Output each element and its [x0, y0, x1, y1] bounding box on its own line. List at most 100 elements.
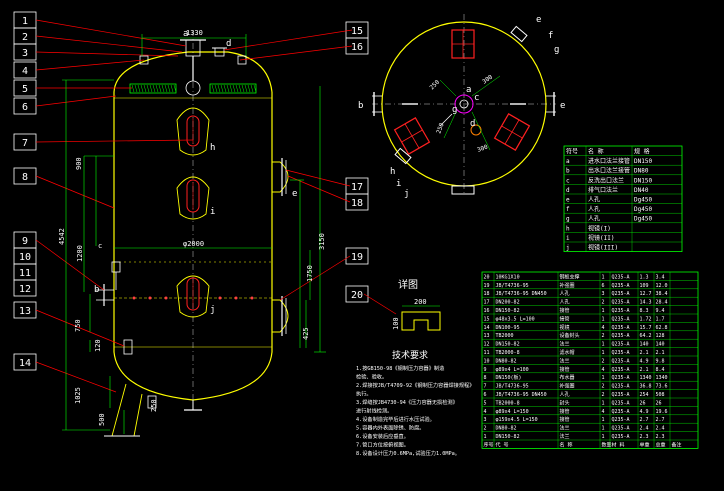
callout-number: 7: [22, 138, 28, 149]
callout-box: [345, 285, 369, 303]
parts-table-cell: Q235-A: [612, 367, 630, 373]
parts-table-cell: 1.3: [640, 274, 649, 280]
parts-table-cell: 人孔: [560, 290, 570, 297]
plan-letter-g: g: [452, 105, 457, 115]
dim-750: 750: [74, 319, 82, 332]
callout-number: 14: [19, 358, 31, 369]
parts-table-cell: 数量: [602, 441, 612, 448]
callout-box: [345, 37, 369, 55]
parts-table-cell: Q235-A: [612, 392, 630, 398]
callout-number: 11: [19, 268, 31, 279]
plan-dim-label-2: 300: [481, 73, 494, 85]
parts-table-cell: 9: [484, 367, 487, 373]
parts-table-cell: TB2000-8: [496, 400, 520, 406]
plan-nozzle-b: [372, 92, 382, 116]
parts-table-cell: 滤水帽: [560, 349, 575, 356]
tech-line: 5.容器内外表面除锈、防腐。: [356, 424, 425, 432]
parts-table-cell: 38.4: [656, 291, 668, 297]
nozzle-table-cell: 规 格: [634, 148, 650, 156]
plan-dim-d: [471, 111, 491, 151]
parts-table-cell: 补强圈: [560, 383, 575, 390]
parts-table-cell: 2: [484, 426, 487, 432]
parts-table-cell: 62.8: [656, 325, 668, 331]
dim-4542: 4542: [58, 228, 66, 245]
dim-120: 120: [94, 339, 102, 352]
parts-table-cell: 8.3: [640, 308, 649, 314]
callout-number: 15: [351, 26, 363, 37]
parts-table-cell: 1340: [656, 375, 668, 381]
nozzle-table-cell: 视镜(I): [588, 224, 611, 232]
callout-number: 20: [351, 290, 363, 301]
parts-table-cell: Q235-A: [612, 350, 630, 356]
parts-table-cell: 3: [602, 291, 605, 297]
dim-425: 425: [302, 327, 310, 340]
nozzle-table-cell: 出水口法兰接管: [588, 167, 630, 175]
callout-number: 9: [22, 236, 28, 247]
parts-table-cell: DN150-82: [496, 342, 520, 348]
callout-number: 18: [351, 198, 363, 209]
nozzle-table-cell: 反洗出口法兰: [588, 176, 624, 184]
parts-table-cell: 2: [602, 358, 605, 364]
distributor-right: [209, 83, 257, 94]
collector-bolts: [132, 296, 254, 300]
parts-table-cell: 14: [484, 325, 490, 331]
parts-table-cell: 2: [602, 300, 605, 306]
parts-table-cell: 1: [602, 375, 605, 381]
parts-table-cell: 17: [484, 300, 490, 306]
nozzle-table-cell: f: [566, 206, 570, 213]
parts-table-cell: 2.1: [640, 367, 649, 373]
callout-box: [345, 193, 369, 211]
parts-table-cell: 109: [640, 283, 649, 289]
plan-dim-c: [443, 111, 457, 139]
plan-view: [372, 14, 556, 195]
tech-line: 8.设备设计压力0.6MPa,试验压力1.0MPa。: [356, 449, 460, 457]
distributor-hatch: [131, 84, 257, 93]
plan-center-nozzle: [459, 99, 469, 109]
plan-letter-e-right: e: [560, 101, 565, 111]
parts-table-cell: 7: [484, 384, 487, 390]
nozzle-table-cell: DN40: [634, 187, 649, 194]
callout-box: [345, 247, 369, 265]
parts-table-cell: 15.7: [640, 325, 652, 331]
detail-view: 详图 200 100: [392, 278, 441, 331]
callout-number: 3: [22, 48, 28, 59]
nozzle-table-cell: DN150: [634, 158, 652, 165]
tech-line: 检验、验收。: [356, 373, 387, 381]
plan-letter-j: j: [404, 189, 409, 199]
drain-nozzle: [123, 339, 133, 355]
plan-dims: 250 300 250 300: [428, 73, 494, 153]
tech-title: 技术要求: [392, 349, 428, 361]
dim-diameter: φ2000: [183, 240, 204, 248]
parts-table-cell: 1: [602, 350, 605, 356]
parts-table-cell: 140: [640, 342, 649, 348]
nozzle-table-cell: a: [566, 158, 570, 165]
parts-table-cell: 4: [602, 367, 605, 373]
parts-table-cell: JB/T4736-95 DN450: [496, 392, 547, 398]
parts-table-cell: 2: [602, 392, 605, 398]
plan-dim-label-1: 250: [428, 79, 441, 92]
parts-table-cell: 140: [656, 342, 665, 348]
parts-table-cell: 材 料: [612, 441, 625, 448]
parts-table-cell: 接管: [560, 416, 570, 423]
parts-table-cell: 设备封头: [560, 332, 580, 339]
parts-table-cell: 4.9: [640, 409, 649, 415]
parts-table-cell: 8: [484, 375, 487, 381]
parts-table-cell: φ159x4.5 L=150: [496, 417, 538, 423]
parts-table-cell: 18: [484, 291, 490, 297]
parts-table-cell: 1.7: [656, 316, 665, 322]
dim-900: 900: [75, 157, 83, 170]
top-lug-left: [139, 55, 149, 65]
nozzle-table-cell: 视镜(II): [588, 234, 614, 242]
parts-table-cell: 3.4: [656, 274, 665, 280]
parts-table-cell: 19: [484, 283, 490, 289]
plan-letter-i: i: [396, 179, 401, 189]
parts-table-cell: 13: [484, 333, 490, 339]
parts-table-cell: DN200-82: [496, 300, 520, 306]
parts-table-cell: 法兰: [560, 357, 570, 364]
plan-nozzle-e: [546, 92, 556, 116]
sight-glass-i: [176, 176, 210, 220]
tech-line: 3.焊缝按JB4730-94《压力容器无损检测》: [356, 398, 458, 406]
parts-table-cell: JB/T4736-95: [496, 384, 529, 390]
parts-table-cell: 单重: [640, 441, 650, 448]
